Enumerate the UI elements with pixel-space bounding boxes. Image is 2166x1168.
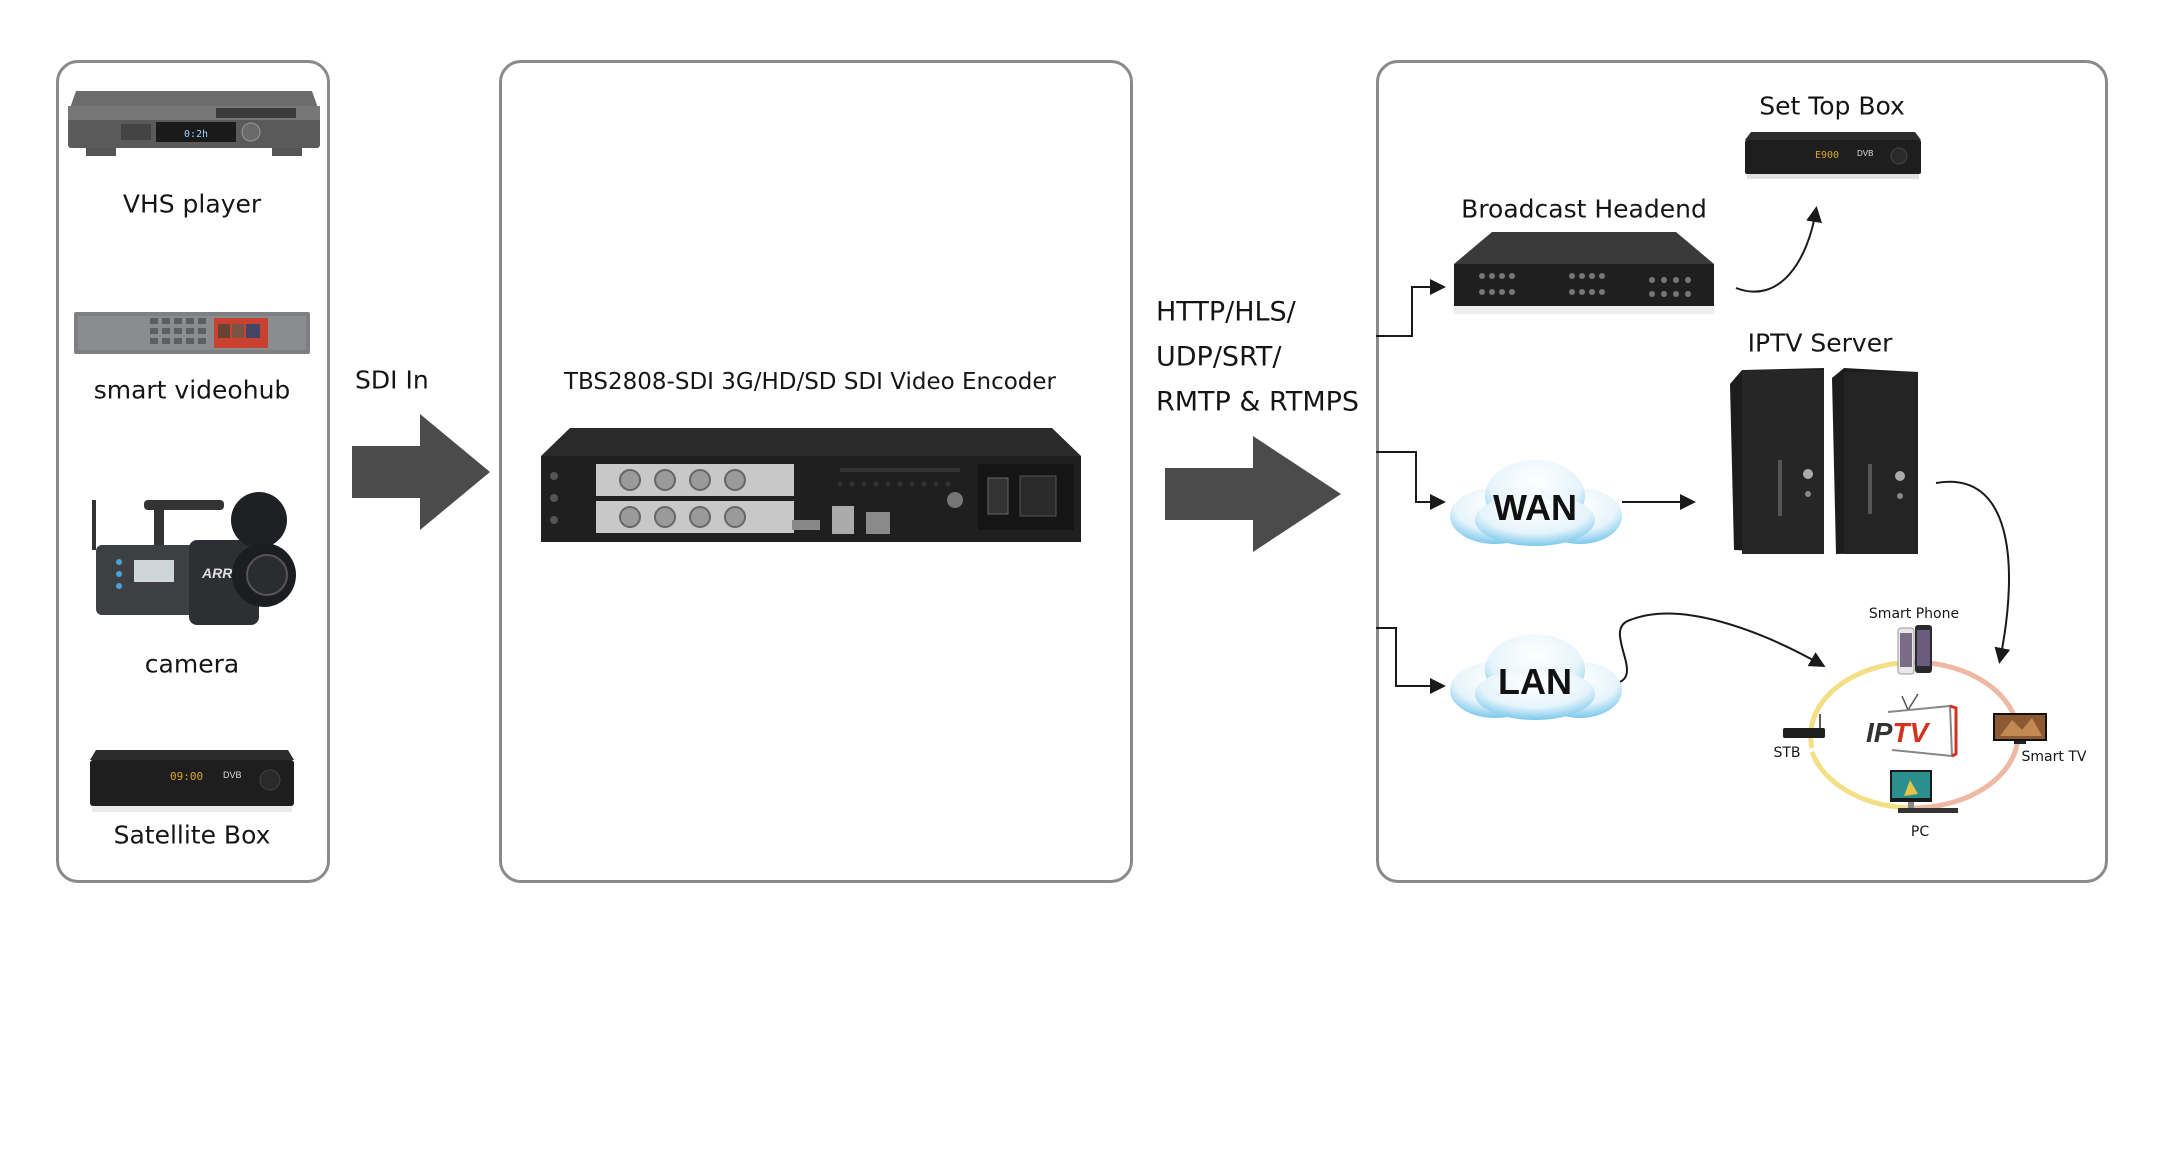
smart-phone-icon [1897, 625, 1932, 675]
sources-panel [56, 60, 330, 883]
smart-phone-label: Smart Phone [1868, 606, 1960, 622]
line-to-lan [1376, 627, 1446, 694]
pc-label: PC [1910, 824, 1930, 840]
svg-text:ARRI: ARRI [201, 565, 237, 581]
sdi-in-label: SDI In [355, 365, 429, 395]
lan-label: LAN [1498, 661, 1572, 702]
wan-label: WAN [1493, 487, 1577, 528]
source-label-vhs: VHS player [122, 189, 262, 219]
encoder-title: TBS2808-SDI 3G/HD/SD SDI Video Encoder [563, 369, 1057, 395]
protocol-line-2: UDP/SRT/ [1156, 341, 1282, 373]
line-to-wan [1376, 451, 1446, 510]
svg-text:09:00: 09:00 [170, 770, 203, 783]
videohub-icon [74, 312, 310, 354]
camera-icon: ARRI [92, 492, 296, 625]
svg-text:DVB: DVB [223, 770, 242, 780]
smart-tv-icon [1993, 713, 2047, 744]
line-to-headend [1376, 279, 1446, 337]
source-label-satellite: Satellite Box [113, 820, 271, 850]
pc-icon [1890, 770, 1958, 813]
stb-icon [1783, 714, 1825, 738]
broadcast-headend-icon [1454, 232, 1714, 314]
protocol-line-1: HTTP/HLS/ [1156, 296, 1296, 328]
iptv-server-label: IPTV Server [1747, 328, 1893, 358]
curve-headend-to-stb [1735, 206, 1822, 293]
set-top-box-icon: E900 DVB [1745, 132, 1921, 179]
svg-text:0:2h: 0:2h [184, 129, 208, 140]
svg-text:E900: E900 [1815, 150, 1839, 161]
iptv-server-icon [1730, 368, 1918, 554]
satellite-box-icon: 09:00 DVB [90, 750, 294, 812]
curve-lan-to-iptv [1611, 612, 1826, 685]
svg-text:IPTV: IPTV [1866, 717, 1931, 748]
protocol-line-3: RMTP & RTMPS [1156, 386, 1360, 418]
iptv-logo: IPTV [1866, 693, 1958, 758]
stb-label: STB [1773, 745, 1801, 761]
source-label-camera: camera [144, 649, 240, 679]
source-label-videohub: smart videohub [93, 375, 291, 405]
set-top-box-label: Set Top Box [1759, 91, 1905, 121]
iptv-logo-prefix: IP [1866, 717, 1893, 748]
output-arrow [1165, 436, 1341, 552]
smart-tv-label: Smart TV [2021, 749, 2087, 765]
vhs-player-icon: 0:2h [68, 91, 320, 156]
svg-text:DVB: DVB [1857, 149, 1873, 158]
wan-cloud: WAN [1450, 460, 1622, 546]
iptv-logo-suffix: TV [1892, 717, 1930, 748]
broadcast-headend-label: Broadcast Headend [1461, 194, 1707, 224]
curve-server-to-iptv [1935, 480, 2011, 664]
encoder-device-icon [541, 428, 1081, 542]
lan-cloud: LAN [1450, 634, 1622, 720]
sdi-in-arrow [352, 414, 490, 530]
